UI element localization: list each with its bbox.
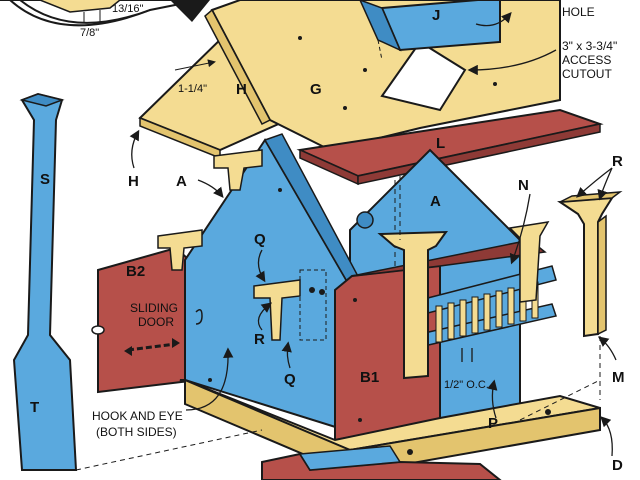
label-part-a-left: A — [176, 173, 187, 190]
label-part-j: J — [432, 7, 440, 24]
label-part-h-roof: H — [236, 81, 247, 98]
leader-lines — [129, 12, 617, 457]
label-part-m: M — [612, 369, 625, 386]
note-both-sides: (BOTH SIDES) — [96, 425, 177, 439]
label-part-b2: B2 — [126, 263, 145, 280]
porch-post-front — [377, 230, 448, 380]
detached-post — [557, 191, 623, 338]
label-part-g: G — [310, 81, 322, 98]
note-access: ACCESS — [562, 53, 611, 67]
note-access-size: 3" x 3-3/4" — [562, 39, 617, 53]
detail-inset — [0, 0, 210, 27]
gable-left — [184, 133, 361, 432]
label-part-h: H — [128, 173, 139, 190]
bracket-left — [157, 229, 203, 271]
floor-platform — [179, 378, 601, 476]
dimension-labels: 13/16" 7/8" 1-1/4" 1/2" O.C. — [80, 3, 489, 391]
label-part-a-right: A — [430, 193, 441, 210]
label-part-q-upper: Q — [254, 231, 266, 248]
note-sliding: SLIDING — [130, 301, 178, 315]
base-fragment — [261, 445, 502, 480]
label-part-r-right: R — [612, 153, 623, 170]
dimension-13-16: 13/16" — [112, 3, 144, 15]
label-part-q-lower: Q — [284, 371, 296, 388]
label-part-b1: B1 — [360, 369, 379, 386]
dimension-spacing: 1/2" O.C. — [444, 379, 489, 391]
block-j — [359, 0, 501, 61]
note-door: DOOR — [138, 315, 174, 329]
dimension-1-1-4: 1-1/4" — [178, 83, 207, 95]
note-cutout: CUTOUT — [562, 67, 612, 81]
label-part-t: T — [30, 399, 39, 416]
note-hole: HOLE — [562, 5, 595, 19]
bracket-middle — [253, 279, 301, 341]
label-part-l: L — [436, 135, 445, 152]
bracket-upper — [213, 149, 263, 191]
label-part-s: S — [40, 171, 50, 188]
label-part-n: N — [518, 177, 529, 194]
note-hook-and-eye: HOOK AND EYE — [92, 409, 183, 423]
dimension-7-8: 7/8" — [80, 27, 99, 39]
label-part-r-left: R — [254, 331, 265, 348]
callout-notes: HOLE 3" x 3-3/4" ACCESS CUTOUT SLIDING D… — [92, 5, 617, 439]
label-part-p: P — [488, 415, 498, 432]
tall-post — [12, 92, 78, 471]
part-labels: J G H L H A A N R S Q B2 R Q B1 M T P D — [30, 7, 625, 474]
label-part-d: D — [612, 457, 623, 474]
